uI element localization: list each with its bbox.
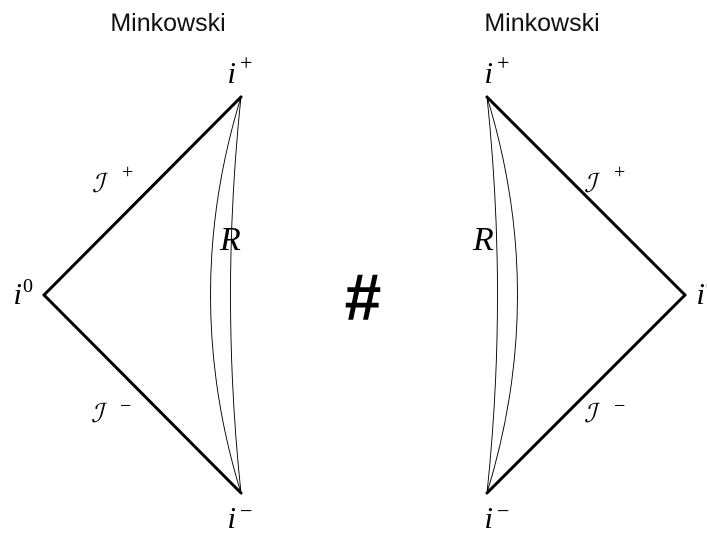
right-scri-minus-label: ℐ: [584, 399, 600, 429]
left-scri-minus-edge: [42, 293, 243, 495]
left-top-vertex-label: i: [227, 55, 236, 90]
right-diagram-title: Minkowski: [484, 9, 599, 37]
right-region-r: [486, 96, 518, 494]
right-scri-minus-edge: [485, 293, 687, 495]
left-scri-plus-sup: +: [122, 161, 133, 183]
right-region-label: R: [472, 221, 494, 258]
left-region-r: [210, 96, 242, 494]
left-bottom-vertex-label: i: [227, 500, 236, 533]
right-bottom-vertex-sup: −: [497, 498, 509, 523]
connected-sum-operator: #: [345, 260, 382, 334]
right-scri-minus-sup: −: [614, 395, 625, 417]
left-scri-minus-sup: −: [120, 395, 131, 417]
left-scri-plus-label: ℐ: [92, 169, 108, 199]
right-top-vertex-sup: +: [497, 50, 509, 75]
left-bottom-vertex-sup: −: [240, 498, 252, 523]
right-scri-plus-edge: [485, 95, 687, 297]
left-spatial-vertex-label: i: [13, 276, 22, 311]
left-scri-minus-label: ℐ: [91, 399, 107, 429]
right-scri-plus-label: ℐ: [584, 169, 600, 199]
right-bottom-vertex-label: i: [484, 500, 493, 533]
left-diagram-title: Minkowski: [110, 9, 225, 37]
left-scri-plus-edge: [42, 95, 243, 297]
right-top-vertex-label: i: [484, 55, 493, 90]
left-region-label: R: [219, 221, 241, 258]
left-penrose-diagram: Minkowski i + i − i 0 ℐ + ℐ − R: [13, 9, 252, 533]
right-scri-plus-sup: +: [614, 161, 625, 183]
right-spatial-vertex-label: i: [696, 276, 705, 311]
right-penrose-diagram: Minkowski i + i − i 0 ℐ + ℐ − R: [472, 9, 707, 533]
left-top-vertex-sup: +: [240, 50, 252, 75]
left-spatial-vertex-sup: 0: [23, 275, 33, 297]
